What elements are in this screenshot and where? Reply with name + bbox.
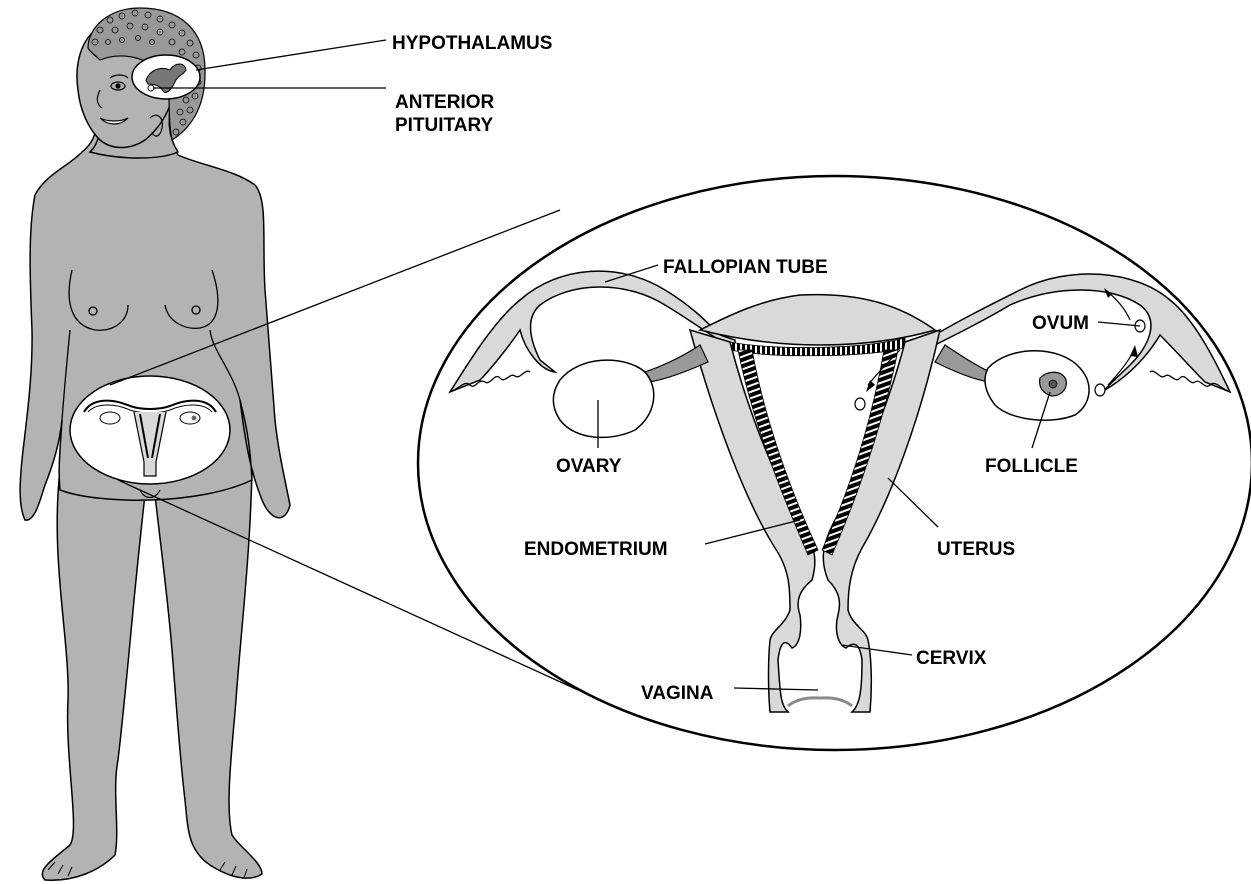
right-leg — [155, 470, 262, 878]
label-cervix: CERVIX — [916, 648, 987, 669]
label-vagina: VAGINA — [641, 683, 714, 704]
label-uterus: UTERUS — [937, 539, 1015, 560]
left-ovary — [553, 360, 653, 437]
ovum-cell-3 — [855, 398, 865, 410]
right-ovary — [985, 351, 1089, 420]
label-fallopian-tube: FALLOPIAN TUBE — [663, 257, 828, 278]
left-leg — [42, 470, 145, 880]
label-ovary: OVARY — [556, 456, 622, 477]
label-anterior-pituitary-line1: ANTERIOR — [395, 92, 495, 113]
female-figure — [20, 8, 290, 880]
label-anterior-pituitary-line2: PITUITARY — [395, 115, 493, 136]
ovum-cell-2 — [1095, 384, 1105, 396]
brain-inset — [132, 55, 200, 99]
follicle-core — [1049, 380, 1057, 388]
label-follicle: FOLLICLE — [985, 456, 1078, 477]
pelvic-inset — [70, 376, 230, 484]
label-hypothalamus: HYPOTHALAMUS — [392, 33, 552, 54]
label-endometrium: ENDOMETRIUM — [524, 539, 668, 560]
label-ovum: OVUM — [1032, 313, 1089, 334]
magnified-view-oval — [418, 176, 1251, 750]
